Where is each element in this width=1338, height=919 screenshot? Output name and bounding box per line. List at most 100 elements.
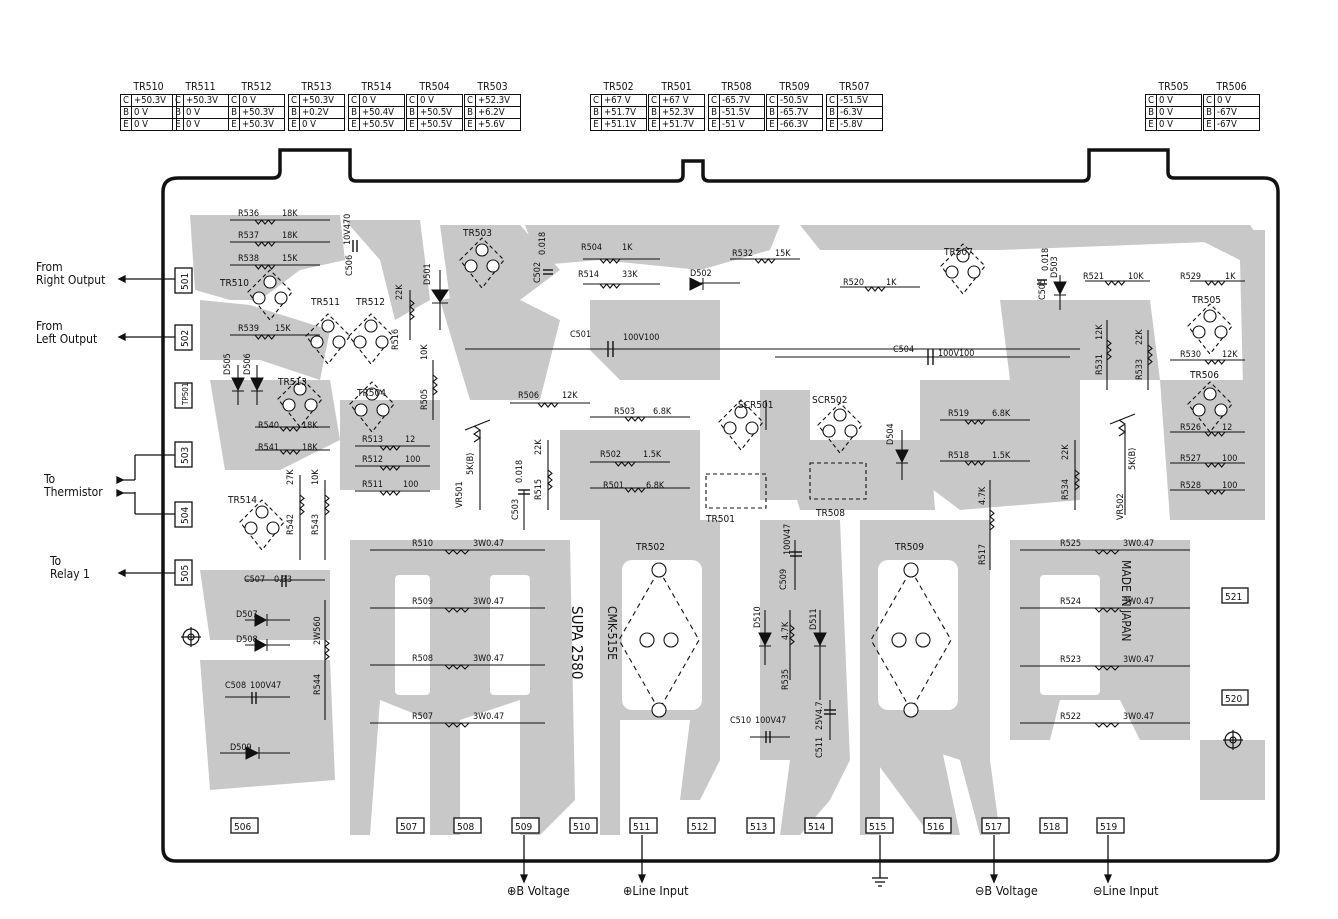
resistor-value-r512: 100 xyxy=(405,455,420,465)
trace-cutouts xyxy=(395,560,1100,710)
pin-letter: E xyxy=(120,118,132,131)
pin-voltage: +50.3V xyxy=(183,94,229,107)
transistor-label-tr510: TR510 xyxy=(219,278,249,289)
transistor-pin xyxy=(354,403,368,417)
resistor-zigzag xyxy=(789,624,795,646)
pin-voltage: +50.5V xyxy=(417,118,463,131)
capacitor-label-c503: C503 xyxy=(511,499,521,520)
resistor-value-r502: 1.5K xyxy=(643,450,662,460)
pin-letter: E xyxy=(826,118,838,131)
resistor-value-r504: 1K xyxy=(622,243,633,253)
voltage-row: B+51.7V xyxy=(590,106,647,119)
tr501-outline xyxy=(705,473,767,509)
terminal-label-TP501: TP501 xyxy=(181,383,190,406)
pin-voltage: -50.5V xyxy=(777,94,823,107)
resistor-value-r505: 10K xyxy=(420,344,430,360)
transistor-pin xyxy=(282,398,296,412)
resistor-label-r533: R533 xyxy=(1135,359,1145,380)
resistor-zigzag xyxy=(379,490,401,496)
voltage-row: B-6.3V xyxy=(826,106,883,119)
terminal-label-509: 509 xyxy=(515,822,532,833)
resistor-zigzag xyxy=(1094,607,1120,613)
voltage-table-title: TR510 xyxy=(133,81,164,93)
made-in-silkscreen: MADE IN JAPAN xyxy=(1119,560,1133,642)
resistor-label-r532: R532 xyxy=(732,249,753,259)
voltage-row: B+50.3V xyxy=(228,106,285,119)
voltage-row: E+50.3V xyxy=(228,118,285,131)
resistor-value-r506: 12K xyxy=(562,391,578,401)
power-resistor-value-r507: 3W0.47 xyxy=(473,712,504,722)
transistor-pin xyxy=(723,421,737,435)
pin-letter: B xyxy=(228,106,240,119)
left-output-label-line2: Left Output xyxy=(36,332,98,346)
resistor-zigzag xyxy=(432,374,438,396)
pin-letter: C xyxy=(708,94,720,107)
resistor-zigzag xyxy=(1204,280,1226,286)
resistor-label-r519: R519 xyxy=(948,409,969,419)
resistor-value-r530: 12K xyxy=(1222,350,1238,360)
terminal-label-501: 501 xyxy=(180,273,191,290)
resistor-value-r511: 100 xyxy=(403,480,418,490)
capacitor-value-c507: 0.33 xyxy=(274,575,292,585)
terminal-box xyxy=(174,501,193,528)
transistor-label-tr504: TR504 xyxy=(356,388,386,399)
thermistor-label-line2: Thermistor xyxy=(44,485,103,499)
terminal-box xyxy=(174,382,193,409)
pin-voltage: 0 V xyxy=(1156,118,1202,131)
terminal-box xyxy=(629,817,658,834)
pin-letter: E xyxy=(406,118,418,131)
resistor-value-r531: 12K xyxy=(1095,324,1105,340)
pin-voltage: 0 V xyxy=(417,94,463,107)
neg-line-input-label: ⊖Line Input xyxy=(1093,883,1159,898)
terminal-label-515: 515 xyxy=(869,822,886,833)
terminal-box xyxy=(569,817,598,834)
power-resistor-label-r523: R523 xyxy=(1060,655,1081,665)
transistor-pin xyxy=(293,382,307,396)
voltage-table-title: TR511 xyxy=(185,81,216,93)
pin-voltage: +50.3V xyxy=(239,106,285,119)
resistor-zigzag xyxy=(624,487,646,493)
voltage-row: C+50.3V xyxy=(172,94,229,107)
trimmer-label-vr501: VR501 xyxy=(455,481,465,508)
transistor-pin xyxy=(663,632,679,648)
voltage-table-title: TR504 xyxy=(419,81,450,93)
voltage-row: C+67 V xyxy=(648,94,705,107)
resistor-label-r505: R505 xyxy=(420,389,430,410)
capacitor-value-c508: 100V47 xyxy=(250,681,281,691)
transistor-label-tr501: TR501 xyxy=(705,514,735,525)
transistor-pin xyxy=(1192,325,1206,339)
resistor-label-r543: R543 xyxy=(311,514,321,535)
transistor-pin xyxy=(376,403,390,417)
capacitor-label-c501: C501 xyxy=(570,330,591,340)
transistor-pin xyxy=(1214,325,1228,339)
terminal-label-510: 510 xyxy=(573,822,590,833)
voltage-row: E-67V xyxy=(1203,118,1260,131)
transistor-pin xyxy=(1203,309,1217,323)
pin-letter: B xyxy=(348,106,360,119)
resistor-value-r543: 10K xyxy=(311,469,321,485)
resistor-label-r511: R511 xyxy=(362,480,383,490)
pin-letter: C xyxy=(288,94,300,107)
capacitor-label-c507: C507 xyxy=(244,575,265,585)
resistor-zigzag xyxy=(599,283,621,289)
terminal-box xyxy=(174,324,193,351)
resistor-value-r521: 10K xyxy=(1128,272,1144,282)
tr508-outline xyxy=(809,462,867,500)
pin-letter: E xyxy=(708,118,720,131)
resistor-label-r529: R529 xyxy=(1180,272,1201,282)
resistor-label-r504: R504 xyxy=(581,243,602,253)
voltage-row: B+50.5V xyxy=(406,106,463,119)
relay-label: To Relay 1 xyxy=(50,555,90,581)
transistor-pin xyxy=(639,632,655,648)
transistor-outlines xyxy=(239,237,1233,718)
transistor-pin xyxy=(255,505,269,519)
diode-label-d509: D509 xyxy=(230,743,252,753)
pin-voltage: 0 V xyxy=(299,118,345,131)
resistor-value-r535: 4.7K xyxy=(781,621,791,640)
